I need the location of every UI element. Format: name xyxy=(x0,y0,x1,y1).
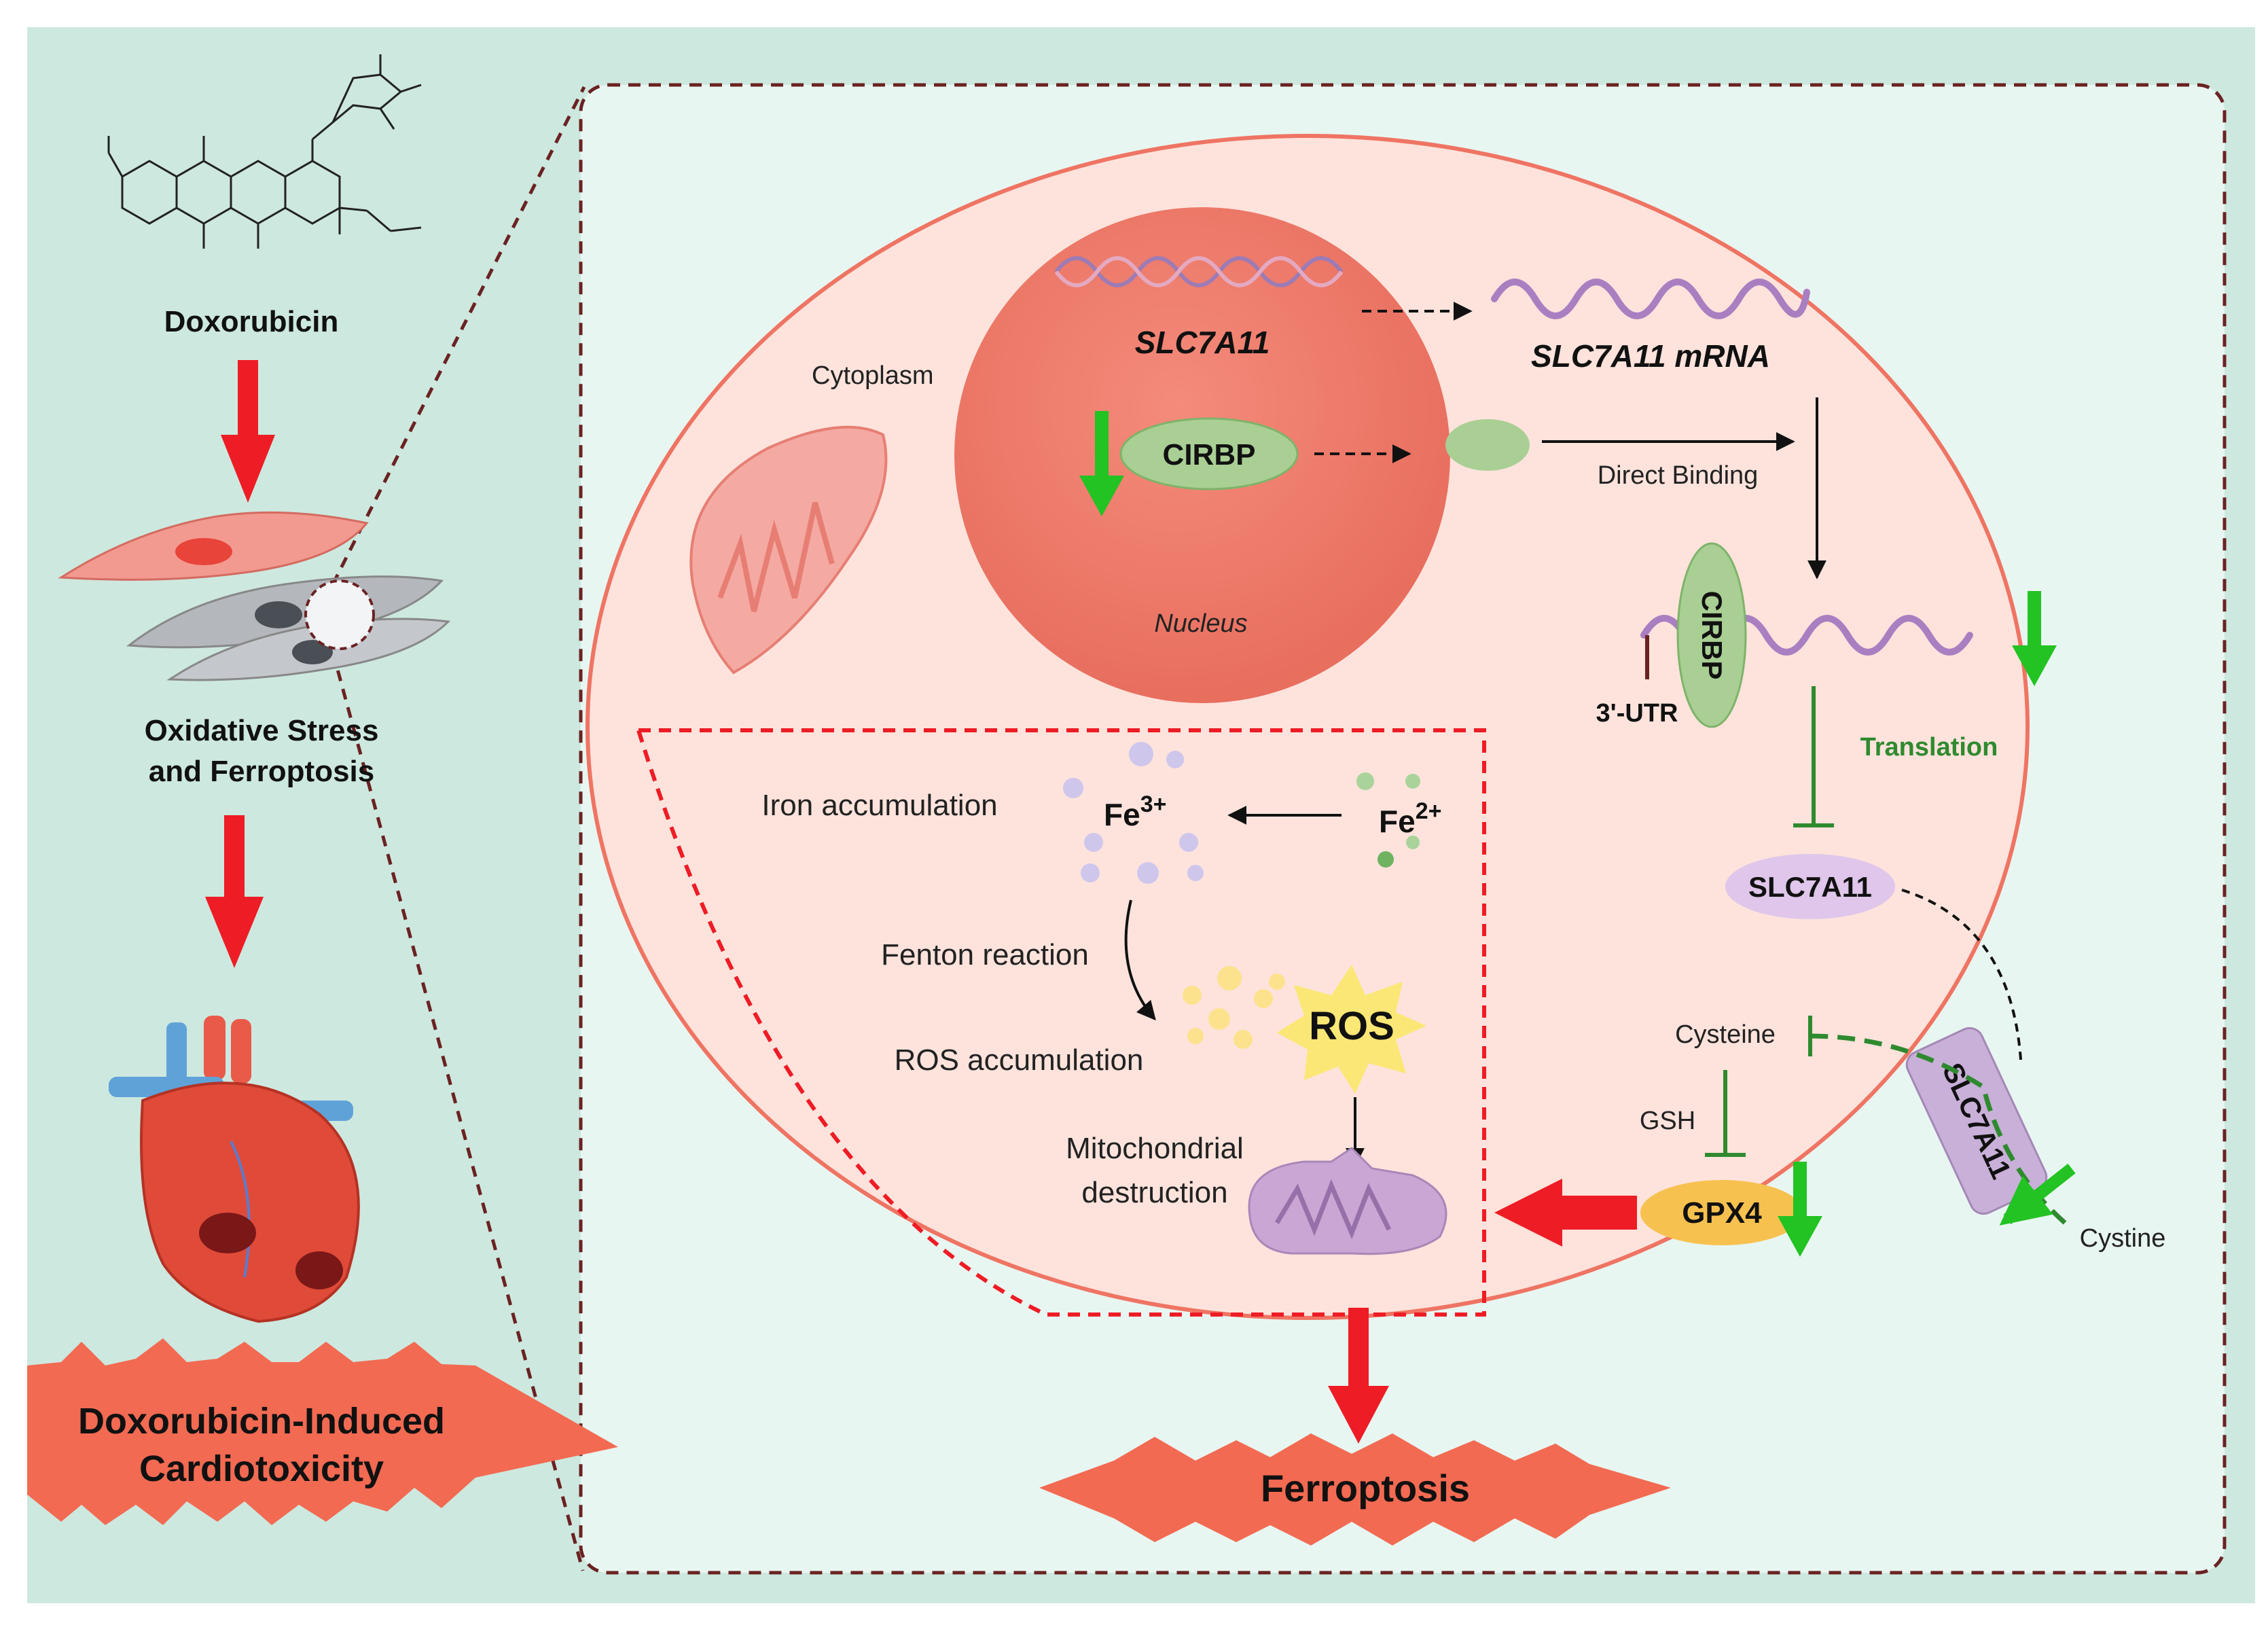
cirbp-bound-node: CIRBP xyxy=(1676,542,1747,728)
slc7a11-gene-label: SLC7A11 xyxy=(1135,325,1270,360)
cardiotoxicity-label-line2: Cardiotoxicity xyxy=(139,1448,384,1489)
damaged-mitochondrion-icon xyxy=(1248,1147,1447,1255)
fe3-label: Fe3+ xyxy=(1104,791,1166,832)
doxorubicin-structure-icon xyxy=(107,54,422,249)
down-arrow-gpx4 xyxy=(1778,1162,1822,1257)
slc7a11-mrna-wave xyxy=(1491,279,1810,319)
cystine-label: Cystine xyxy=(2080,1224,2166,1253)
nucleus-label: Nucleus xyxy=(1154,609,1247,638)
doxorubicin-label: Doxorubicin xyxy=(164,305,339,338)
cardiotoxicity-label-line1: Doxorubicin-Induced xyxy=(78,1401,445,1442)
fe3-superscript: 3+ xyxy=(1140,791,1167,817)
heart-icon xyxy=(109,1016,360,1323)
fe3-base: Fe xyxy=(1104,797,1140,832)
arrow-stress-to-heart xyxy=(205,815,264,968)
down-arrow-mrna xyxy=(2012,591,2057,686)
ros-particle-cluster xyxy=(1183,966,1285,1049)
iron-accumulation-label: Iron accumulation xyxy=(761,789,997,822)
zoom-line-bottom xyxy=(331,651,585,1571)
arrow-fenton xyxy=(1124,899,1156,1021)
mitochondrion-icon xyxy=(689,425,888,675)
down-arrow-cirbp-nucleus xyxy=(1079,411,1124,516)
stress-label-line1: Oxidative Stress xyxy=(145,714,379,747)
arrow-gpx4-to-box xyxy=(1494,1179,1637,1247)
ferroptosis-label: Ferroptosis xyxy=(1261,1467,1470,1510)
cysteine-label: Cysteine xyxy=(1675,1020,1776,1049)
fe2-particle-cluster xyxy=(1356,772,1420,868)
mito-destruction-label-line2: destruction xyxy=(1081,1176,1227,1209)
cystine-uptake-inhibit xyxy=(1810,1033,2067,1225)
dna-helix-icon xyxy=(1054,256,1344,287)
cirbp-nuclear-node: CIRBP xyxy=(1119,417,1299,490)
gsh-label: GSH xyxy=(1640,1107,1695,1135)
fe2-label: Fe2+ xyxy=(1379,798,1441,839)
translation-label: Translation xyxy=(1860,733,1998,762)
ros-label: ROS xyxy=(1309,1004,1394,1048)
arrow-protein-to-membrane xyxy=(1901,889,2022,1060)
ferroptosis-starburst xyxy=(1039,1433,1671,1546)
stress-label-line2: and Ferroptosis xyxy=(149,755,375,788)
ferroptosis-box xyxy=(635,728,1486,1317)
mito-destruction-label-line1: Mitochondrial xyxy=(1066,1132,1244,1165)
slc7a11-mrna-label: SLC7A11 mRNA xyxy=(1531,338,1770,374)
cytoplasm-label: Cytoplasm xyxy=(812,361,934,390)
cirbp-cytoplasmic-node xyxy=(1445,419,1530,471)
cardiomyocyte-cells-icon xyxy=(58,511,451,681)
fe3-particle-cluster xyxy=(1063,742,1204,884)
cell-body xyxy=(586,134,2030,1320)
slc7a11-protein-label: SLC7A11 xyxy=(1748,871,1872,903)
slc7a11-protein-node: SLC7A11 xyxy=(1725,854,1895,919)
fenton-reaction-label: Fenton reaction xyxy=(881,938,1089,971)
fe2-base: Fe xyxy=(1379,804,1416,839)
fe2-superscript: 2+ xyxy=(1416,798,1442,824)
cardiotoxicity-starburst xyxy=(27,1338,618,1525)
gpx4-node: GPX4 xyxy=(1640,1180,1803,1245)
ros-accumulation-label: ROS accumulation xyxy=(895,1043,1144,1077)
utr-label: 3'-UTR xyxy=(1596,699,1678,728)
ros-starburst xyxy=(1277,965,1426,1094)
arrow-to-ferroptosis xyxy=(1328,1308,1389,1444)
arrow-dox-to-stress xyxy=(221,360,275,503)
cirbp-nuclear-label: CIRBP xyxy=(1163,438,1256,471)
down-arrow-cystine xyxy=(1999,1163,2076,1226)
cirbp-bound-label: CIRBP xyxy=(1696,591,1728,680)
zoom-line-top xyxy=(331,86,586,586)
direct-binding-label: Direct Binding xyxy=(1598,461,1759,490)
gpx4-label: GPX4 xyxy=(1682,1196,1762,1230)
